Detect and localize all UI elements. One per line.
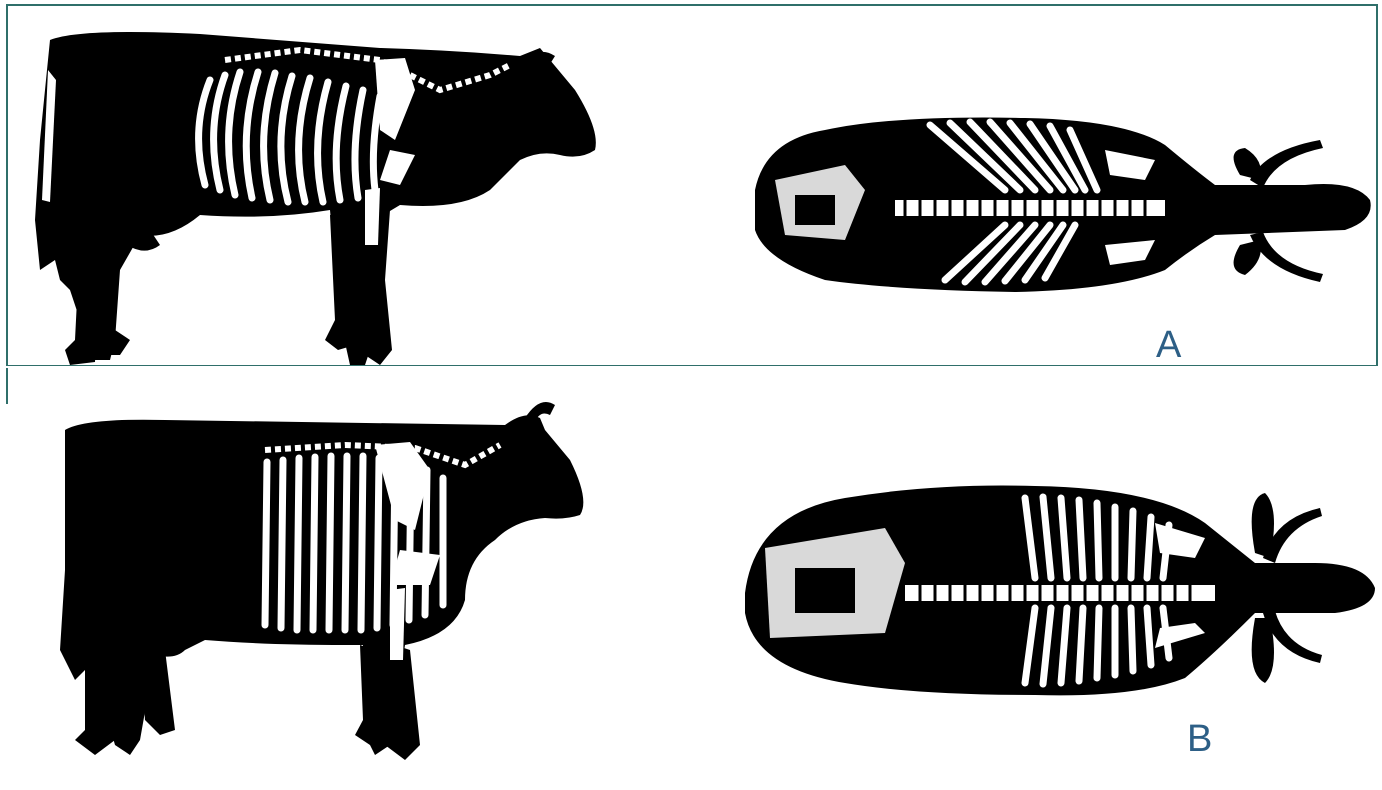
cow-b-top-view [735,483,1382,713]
panel-b-label: B [1187,718,1212,761]
panel-a: A [0,0,1382,368]
cow-a-side-view [20,20,640,380]
cow-b-side-view [45,390,645,790]
cow-a-top-view [745,110,1382,310]
panel-b-border [6,368,8,404]
panel-b: B [0,368,1382,785]
panel-a-label: A [1156,324,1181,367]
